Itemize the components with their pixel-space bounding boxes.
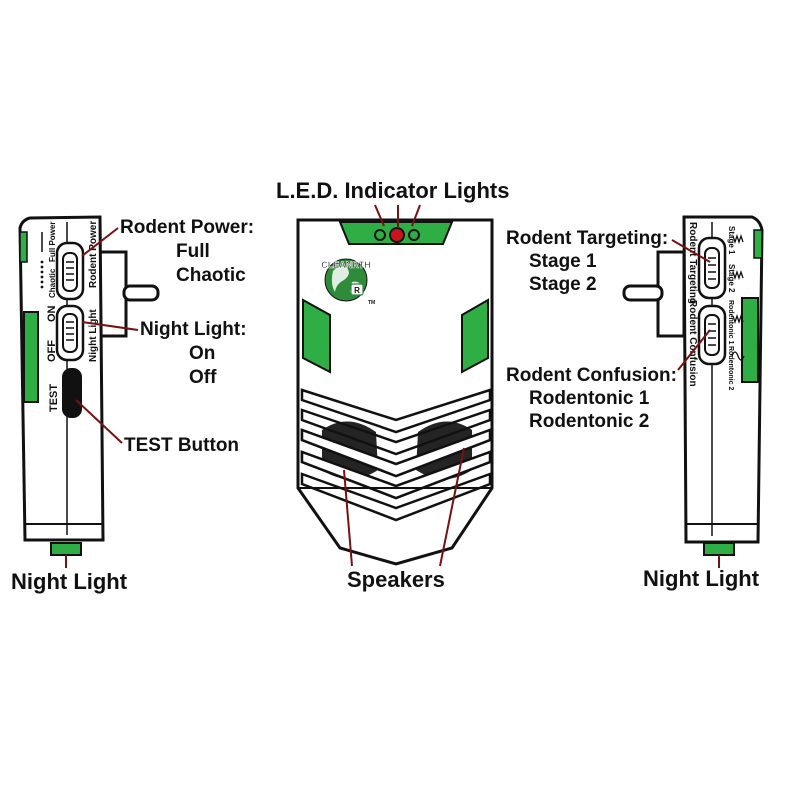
rodent-targeting-label: Rodent Targeting: xyxy=(506,228,669,249)
test-button[interactable] xyxy=(62,368,82,418)
device-left-on: ON xyxy=(46,305,58,322)
rodent-power-full: Full xyxy=(176,241,210,262)
logo-tm: TM xyxy=(368,300,375,306)
led-center-light xyxy=(389,227,405,243)
left-green-accent-top xyxy=(19,231,28,263)
device-left-night-light: Night Light xyxy=(88,309,99,362)
front-green-panel-left xyxy=(302,298,331,374)
right-plug-icon xyxy=(622,250,686,338)
led-indicator-label: L.E.D. Indicator Lights xyxy=(276,178,510,203)
speakers-label: Speakers xyxy=(347,567,445,592)
left-night-light-window xyxy=(50,542,82,556)
led-left-light xyxy=(374,229,386,241)
logo-brand: CLEANRTH xyxy=(321,260,371,270)
chaotic-dots-icon xyxy=(40,260,44,289)
device-right-rodent-targeting: Rodent Targeting xyxy=(687,222,698,304)
device-right-rodent-confusion: Rodent Confusion xyxy=(687,300,698,387)
device-right-rodentonic-2: Rodentonic 2 xyxy=(727,346,734,390)
right-device: Stage 1 Stage 2 Rodentonic 1 Rodentonic … xyxy=(622,215,764,556)
cleanrth-logo: CLEANRTH R TM xyxy=(321,258,375,306)
rodent-confusion-1: Rodentonic 1 xyxy=(529,388,650,409)
rodent-targeting-stage2: Stage 2 xyxy=(529,274,597,295)
night-light-switch[interactable] xyxy=(55,304,85,362)
leader-lines xyxy=(65,204,720,568)
rodent-targeting-stage1: Stage 1 xyxy=(529,251,597,272)
right-night-light-window xyxy=(703,542,735,556)
left-plug-icon xyxy=(98,250,160,338)
right-green-accent-mid xyxy=(741,297,759,383)
device-left-rodent-power: Rodent Power xyxy=(88,221,99,288)
front-device: CLEANRTH R TM xyxy=(296,218,494,566)
rodent-targeting-switch[interactable] xyxy=(697,236,727,300)
device-left-test: TEST xyxy=(48,384,60,412)
rodent-power-label: Rodent Power: xyxy=(120,217,255,238)
front-green-panel-right xyxy=(461,298,489,374)
night-light-left-label: Night Light xyxy=(11,569,128,594)
device-left-off: OFF xyxy=(46,340,58,362)
night-light-on: On xyxy=(189,343,216,364)
left-green-accent-mid xyxy=(23,311,39,403)
device-left-full-power: Full Power xyxy=(48,222,57,262)
test-button-label: TEST Button xyxy=(124,435,240,456)
night-light-label: Night Light: xyxy=(140,319,247,340)
night-light-off: Off xyxy=(189,367,217,388)
rodent-power-switch[interactable] xyxy=(55,241,85,301)
rodent-power-chaotic: Chaotic xyxy=(176,265,246,286)
rodent-confusion-label: Rodent Confusion: xyxy=(506,365,677,386)
rodent-confusion-switch[interactable] xyxy=(697,304,727,366)
right-green-accent-top xyxy=(753,229,763,259)
led-right-light xyxy=(408,229,420,241)
night-light-right-label: Night Light xyxy=(643,566,760,591)
device-right-rodentonic-1: Rodentonic 1 xyxy=(727,300,734,344)
wave-icons xyxy=(731,233,745,361)
logo-badge: R xyxy=(354,286,360,295)
left-device: Full Power Chaotic Rodent Power ON OFF N… xyxy=(18,215,160,556)
rodent-confusion-2: Rodentonic 2 xyxy=(529,411,650,432)
device-left-chaotic: Chaotic xyxy=(48,268,57,298)
device-right-stage-1: Stage 1 xyxy=(727,226,736,255)
device-right-stage-2: Stage 2 xyxy=(727,264,736,293)
